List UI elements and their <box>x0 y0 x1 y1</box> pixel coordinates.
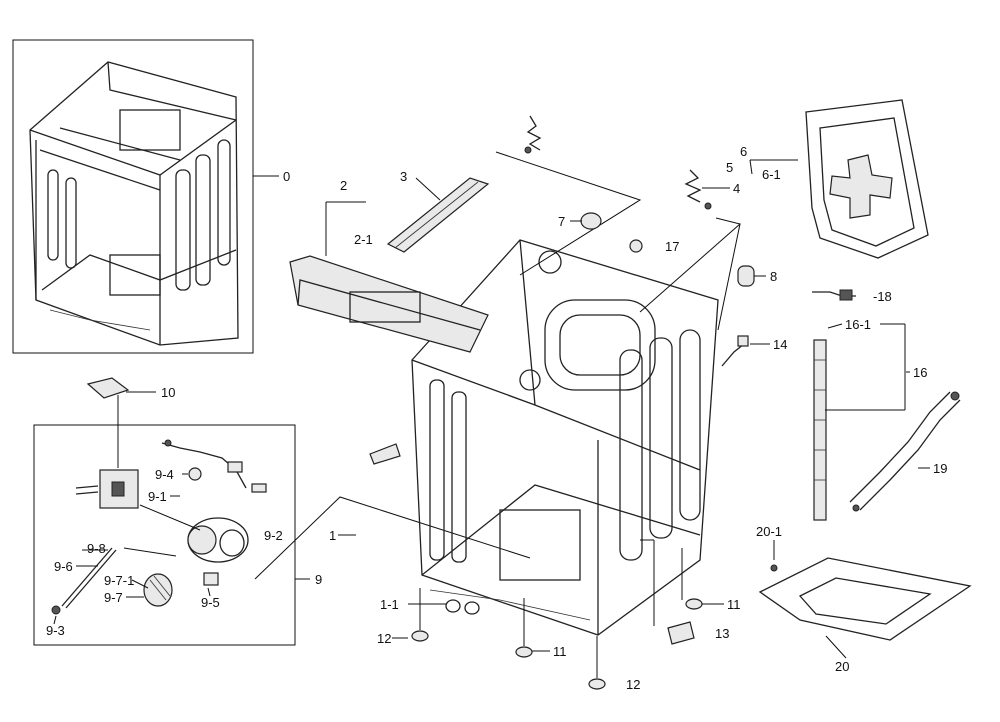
callout-11-center: 11 <box>553 644 567 659</box>
callout-9-6: 9-6 <box>54 559 73 574</box>
callout-3: 3 <box>400 169 407 184</box>
callout-16: 16 <box>913 365 927 380</box>
screw-and-fittings <box>721 289 856 367</box>
callout-5: 5 <box>726 160 733 175</box>
callout-0: 0 <box>283 169 290 184</box>
cabinet-assembly-drawing <box>29 61 239 346</box>
leader-lines <box>53 177 930 659</box>
callout-9-8: 9-8 <box>87 541 106 556</box>
main-cabinet-frame <box>411 239 719 636</box>
callout-8: 8 <box>770 269 777 284</box>
callout-4: 4 <box>733 181 740 196</box>
callout-13: 13 <box>715 626 729 641</box>
pump-assembly-box <box>33 424 531 646</box>
callout-20-1: 20-1 <box>756 524 782 539</box>
cabinet-assembly-box <box>12 39 279 354</box>
callout-9-2: 9-2 <box>264 528 283 543</box>
callout-14: 14 <box>773 337 787 352</box>
leveling-feet <box>369 443 703 690</box>
callout-9-1: 9-1 <box>148 489 167 504</box>
callout-labels: 0 2 2-1 3 7 17 4 5 6 6-1 8 -18 14 16-1 1… <box>46 144 947 692</box>
callout-9-7-1: 9-7-1 <box>104 573 134 588</box>
callout-2-1: 2-1 <box>354 232 373 247</box>
callout-1-1: 1-1 <box>380 597 399 612</box>
lid-frame <box>749 99 929 259</box>
callout-11-right: 11 <box>727 597 741 612</box>
callout-9-4: 9-4 <box>155 467 174 482</box>
callout-12-bottom: 12 <box>626 677 640 692</box>
callout-12-left: 12 <box>377 631 391 646</box>
cap-part <box>580 212 643 253</box>
springs <box>495 115 742 331</box>
callout-1: 1 <box>329 528 336 543</box>
damper-part <box>737 265 755 287</box>
pump-parts-drawing <box>51 377 267 615</box>
callout-17: 17 <box>665 239 679 254</box>
callout-16-1: 16-1 <box>845 317 871 332</box>
callout-18: -18 <box>873 289 892 304</box>
callout-6: 6 <box>740 144 747 159</box>
callout-9-7: 9-7 <box>104 590 123 605</box>
callout-10: 10 <box>161 385 175 400</box>
callout-9-5: 9-5 <box>201 595 220 610</box>
callout-19: 19 <box>933 461 947 476</box>
callout-9: 9 <box>315 572 322 587</box>
wire-harness <box>849 391 961 512</box>
callout-20: 20 <box>835 659 849 674</box>
drain-hose <box>813 323 906 521</box>
base-frame <box>758 540 972 641</box>
dispenser-housing <box>289 201 489 353</box>
callout-2: 2 <box>340 178 347 193</box>
callout-6-1: 6-1 <box>762 167 781 182</box>
callout-9-3: 9-3 <box>46 623 65 638</box>
top-bracket <box>386 177 490 253</box>
callout-7: 7 <box>558 214 565 229</box>
